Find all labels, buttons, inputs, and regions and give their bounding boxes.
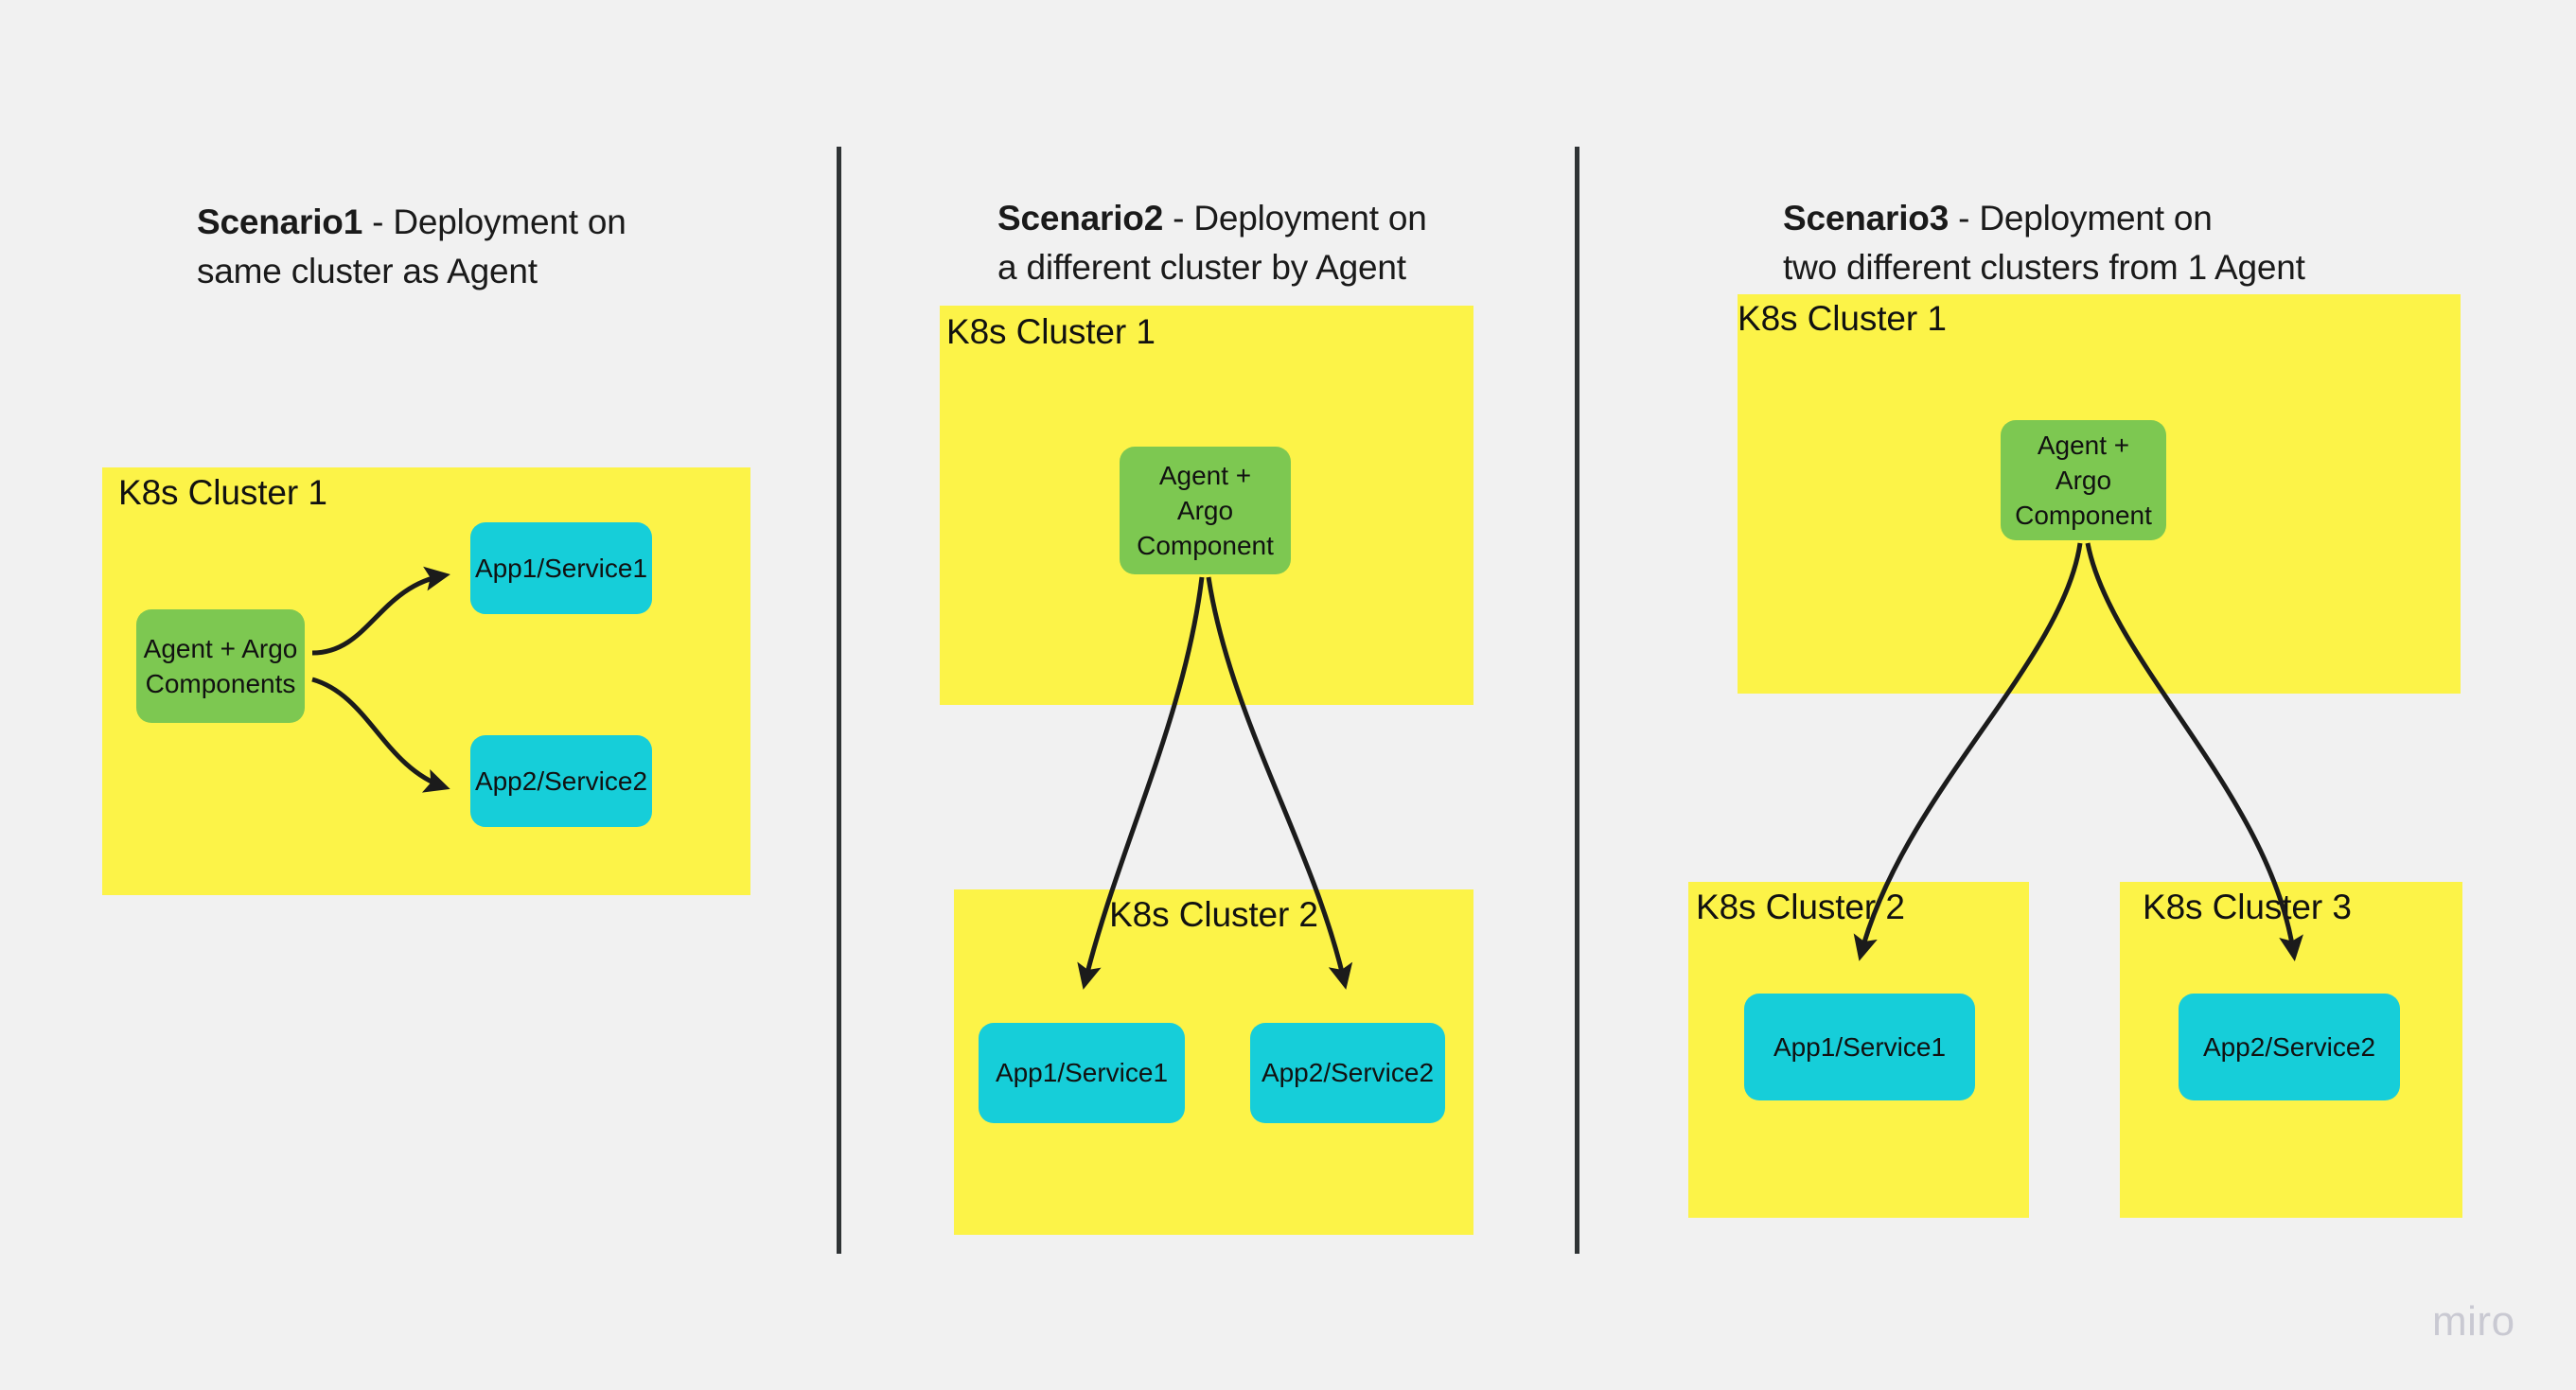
scenario3-cluster-1-label: K8s Cluster 1: [1738, 299, 1947, 338]
scenario3-cluster-2-label: K8s Cluster 2: [1696, 888, 1905, 926]
divider-scenario2-scenario3: [1575, 147, 1579, 1254]
scenario2-agent-node[interactable]: Agent + Argo Component: [1120, 447, 1291, 574]
scenario3-title-bold: Scenario3: [1783, 198, 1950, 238]
scenario1-title-bold: Scenario1: [197, 202, 363, 241]
scenario3-title-rest: - Deployment on two different clusters f…: [1783, 198, 2305, 288]
scenario3-app2-node[interactable]: App2/Service2: [2179, 994, 2400, 1100]
scenario1-agent-node[interactable]: Agent + Argo Components: [136, 609, 305, 723]
scenario1-app2-node[interactable]: App2/Service2: [470, 735, 652, 827]
scenario3-title: Scenario3 - Deployment on two different …: [1783, 144, 2389, 293]
scenario2-title: Scenario2 - Deployment on a different cl…: [997, 144, 1565, 293]
scenario1-title-rest: - Deployment on same cluster as Agent: [197, 202, 626, 291]
scenario2-title-rest: - Deployment on a different cluster by A…: [997, 198, 1427, 288]
scenario3-app1-node[interactable]: App1/Service1: [1744, 994, 1975, 1100]
scenario3-agent-node[interactable]: Agent + Argo Component: [2001, 420, 2166, 540]
scenario1-cluster-1-label: K8s Cluster 1: [118, 473, 327, 512]
scenario2-app2-node[interactable]: App2/Service2: [1250, 1023, 1445, 1123]
scenario2-app1-node[interactable]: App1/Service1: [979, 1023, 1185, 1123]
scenario1-title: Scenario1 - Deployment on same cluster a…: [197, 148, 727, 297]
scenario1-app1-node[interactable]: App1/Service1: [470, 522, 652, 614]
scenario2-cluster-1-label: K8s Cluster 1: [946, 312, 1156, 351]
scenario3-cluster-3-label: K8s Cluster 3: [2143, 888, 2352, 926]
miro-watermark: miro: [2432, 1298, 2515, 1345]
divider-scenario1-scenario2: [837, 147, 841, 1254]
scenario2-title-bold: Scenario2: [997, 198, 1164, 238]
scenario2-cluster-2-label: K8s Cluster 2: [1109, 895, 1318, 934]
